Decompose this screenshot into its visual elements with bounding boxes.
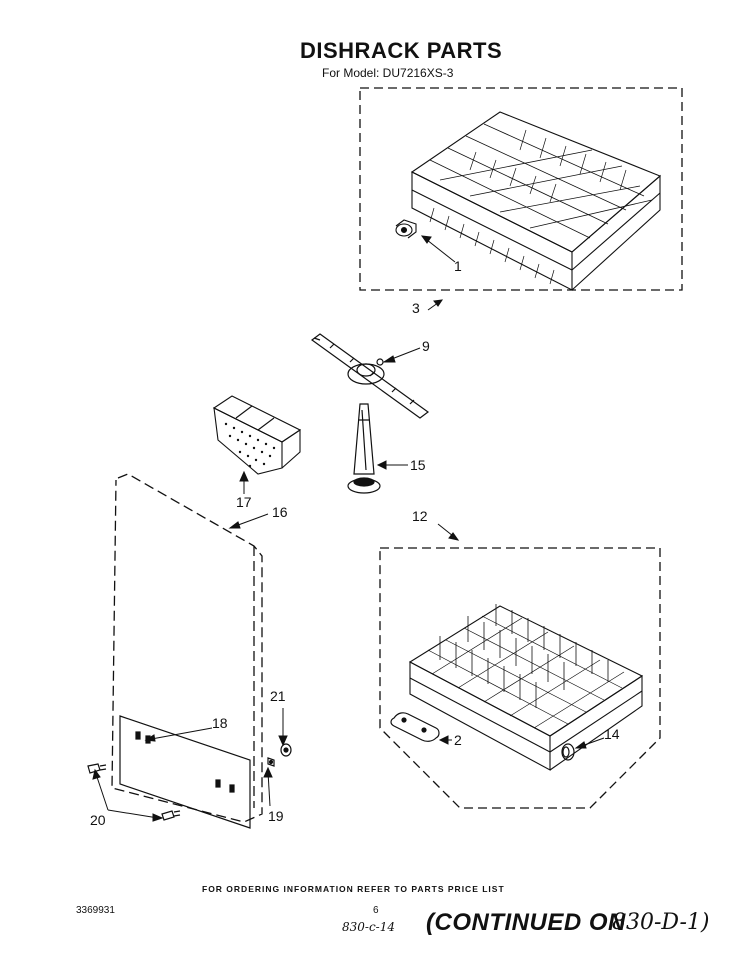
rack-stop-clip-part	[395, 219, 417, 239]
callout-19: 19	[268, 808, 284, 824]
door-panel-outline	[111, 473, 263, 823]
ordering-note: FOR ORDERING INFORMATION REFER TO PARTS …	[202, 884, 505, 894]
spray-tube-part	[347, 403, 381, 494]
callout-21: 21	[270, 688, 286, 704]
screw-part	[87, 763, 181, 821]
callout-17: 17	[236, 494, 252, 510]
callout-18: 18	[212, 715, 228, 731]
silverware-basket-part	[212, 395, 302, 475]
page-title: DISHRACK PARTS	[300, 38, 503, 63]
rack-bumper-part	[390, 712, 440, 742]
rack-roller-part	[561, 743, 575, 761]
callout-2: 2	[454, 732, 462, 748]
callout-16: 16	[272, 504, 288, 520]
callout-12: 12	[412, 508, 428, 524]
document-number: 3369931	[76, 905, 115, 916]
handwritten-reference: 830-c-14	[342, 920, 396, 934]
lower-rack-illustration	[408, 604, 644, 771]
clip-and-screw-parts	[267, 743, 292, 767]
door-strip-part	[119, 715, 251, 829]
continued-reference: 830-D-1)	[612, 910, 710, 935]
callout-15: 15	[410, 457, 426, 473]
leader-lines	[92, 235, 605, 822]
callout-3: 3	[412, 300, 420, 316]
callout-14: 14	[604, 726, 620, 742]
continued-label: (CONTINUED ON	[426, 909, 626, 936]
callout-20: 20	[90, 812, 106, 828]
callout-9: 9	[422, 338, 430, 354]
callout-1: 1	[454, 258, 462, 274]
page-number: 6	[373, 905, 379, 916]
upper-rack-illustration	[410, 111, 662, 291]
model-subtitle: For Model: DU7216XS-3	[322, 66, 454, 80]
spray-arm-part	[310, 333, 430, 419]
lower-rack-frame	[379, 547, 661, 809]
upper-rack-frame	[359, 87, 683, 291]
